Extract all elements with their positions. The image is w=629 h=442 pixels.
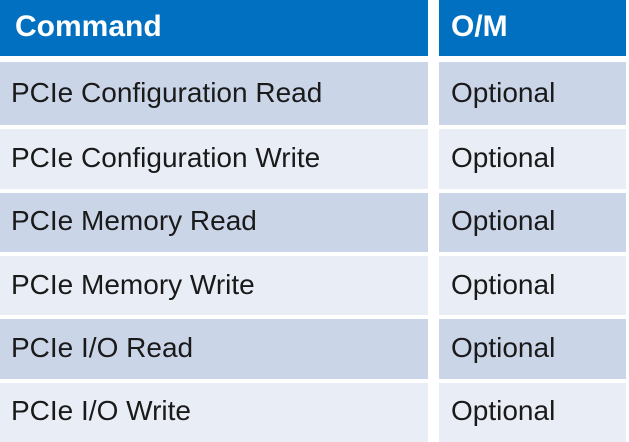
cell-command: PCIe Configuration Write (0, 125, 428, 189)
table-row: PCIe Configuration Write Optional (0, 125, 629, 189)
table-row: PCIe I/O Write Optional (0, 378, 629, 442)
cell-command: PCIe I/O Write (0, 378, 428, 442)
table-row: PCIe I/O Read Optional (0, 315, 629, 379)
table-row: PCIe Memory Write Optional (0, 251, 629, 316)
cell-command: PCIe Configuration Read (0, 62, 428, 126)
cell-om: Optional (428, 62, 629, 126)
table-row: PCIe Memory Read Optional (0, 188, 629, 252)
cell-command: PCIe Memory Read (0, 188, 428, 252)
cell-command: PCIe Memory Write (0, 251, 428, 316)
cell-om: Optional (428, 251, 629, 316)
header-row: Command O/M (0, 0, 629, 62)
cell-om: Optional (428, 188, 629, 252)
column-header-command: Command (0, 0, 428, 62)
cell-om: Optional (428, 315, 629, 379)
cell-command: PCIe I/O Read (0, 315, 428, 379)
cell-om: Optional (428, 125, 629, 189)
table-row: PCIe Configuration Read Optional (0, 62, 629, 126)
column-header-om: O/M (428, 0, 629, 62)
cell-om: Optional (428, 378, 629, 442)
